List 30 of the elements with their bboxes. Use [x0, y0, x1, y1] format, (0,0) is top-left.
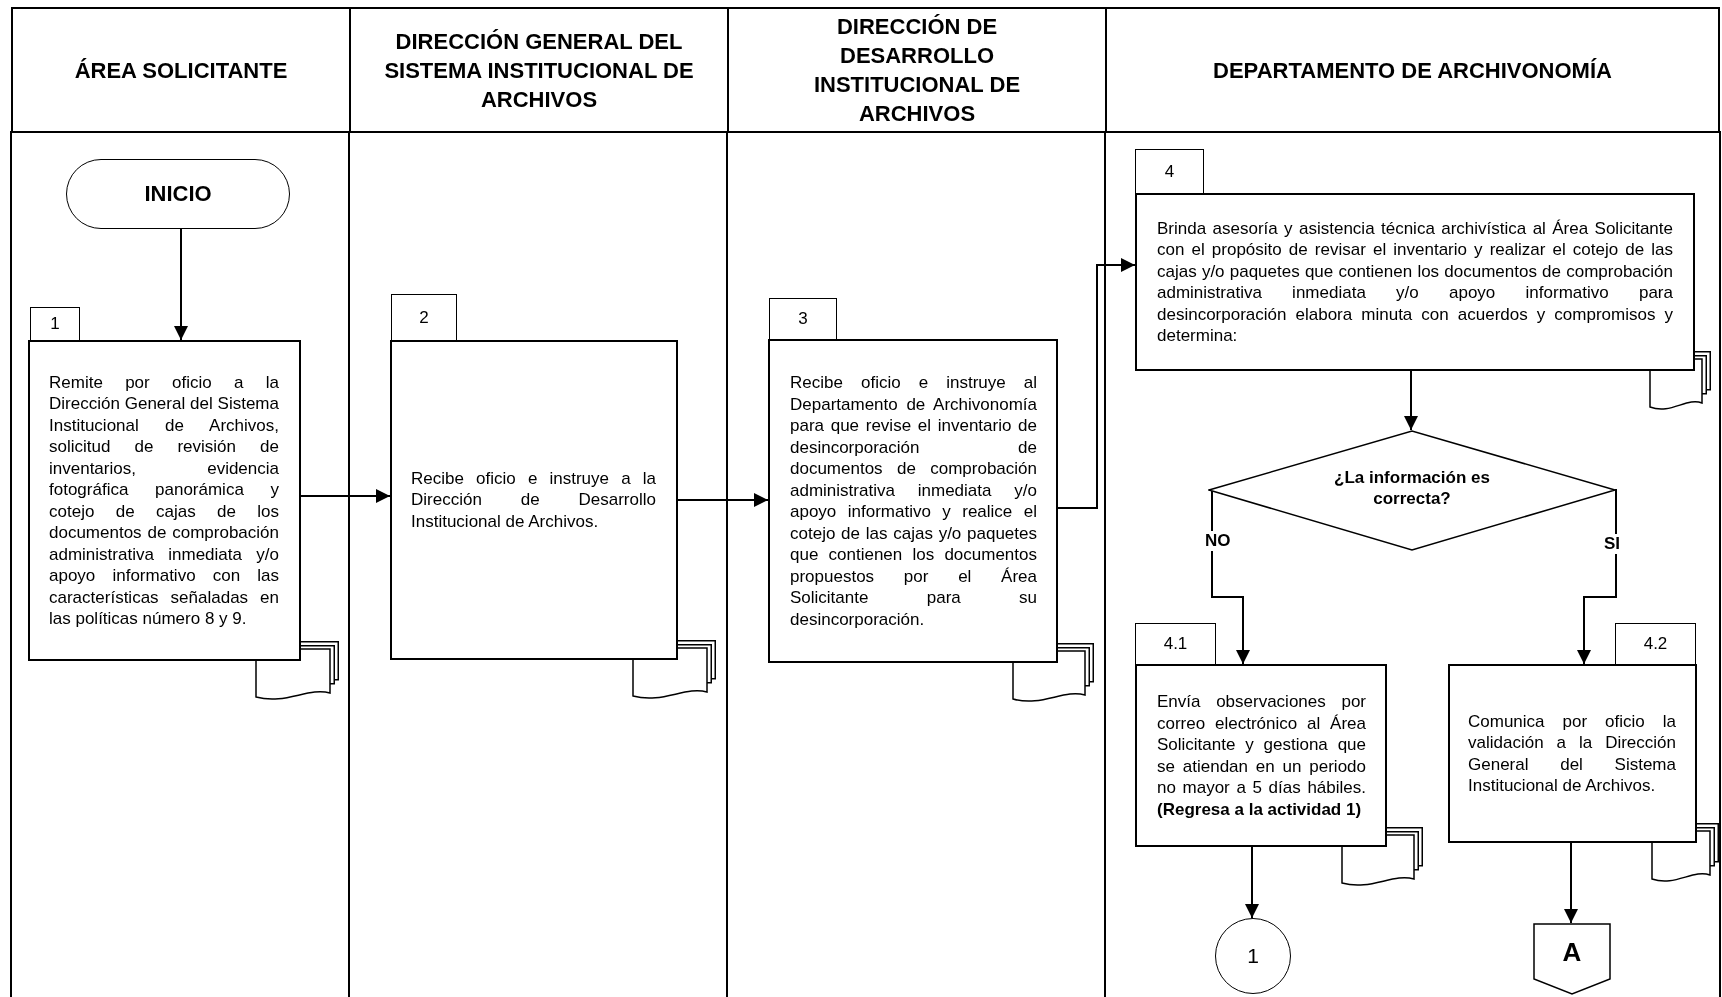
step-description: Envía observaciones por correo electrónico al Área Solicitante y gestiona que se atiendan en un periodo no mayor a 5 días hábiles. (Regresa a la actividad 1) — [1157, 691, 1366, 820]
arrow — [1245, 846, 1259, 919]
lane-header: DIRECCIÓN DE DESARROLLO INSTITUCIONAL DE ARCHIVOS — [727, 7, 1107, 133]
arrow — [1564, 842, 1578, 924]
arrow — [1208, 489, 1250, 665]
connector-circle: 1 — [1215, 918, 1291, 994]
arrow — [1057, 258, 1136, 509]
step-description: Brinda asesoría y asistencia técnica archivística al Área Solicitante con el propósito de revisar el inventario y realizar el cotejo de las cajas y/o paquetes que contienen los documentos de comprobación administrativa inmediata y/o apoyo informativo para desincorporación elabora minuta con acuerdos y compromisos y determina: — [1157, 217, 1673, 347]
step-description: Comunica por oficio la validación a la Dirección General del Sistema Institucional de Archivos. — [1468, 710, 1676, 797]
step-description: Remite por oficio a la Dirección General del Sistema Institucional de Archivos, solicitud de revisión de inventarios, evidencia fotográfica panorámica y cotejo de cajas de los documentos de comprobación administrativa inmediata y/o apoyo informativo con las características señaladas en las políticas número 8 y 9. — [49, 371, 279, 630]
start-terminal: INICIO — [66, 159, 290, 229]
step-number: 4 — [1135, 149, 1204, 194]
arrow — [1404, 370, 1418, 431]
lane-header: ÁREA SOLICITANTE — [11, 7, 351, 133]
step-number: 3 — [769, 298, 837, 340]
lane-header: DIRECCIÓN GENERAL DEL SISTEMA INSTITUCIONAL DE ARCHIVOS — [349, 7, 729, 133]
lane-header: DEPARTAMENTO DE ARCHIVONOMÍA — [1105, 7, 1720, 133]
step-number: 1 — [30, 307, 80, 341]
arrow — [174, 228, 188, 341]
arrow — [677, 493, 769, 507]
step-description: Recibe oficio e instruye a la Dirección de Desarrollo Institucional de Archivos. — [411, 467, 656, 533]
step-number: 4.1 — [1135, 623, 1216, 665]
step-number: 4.2 — [1615, 623, 1696, 665]
connector-label: A — [1561, 937, 1583, 968]
step-number: 2 — [391, 294, 457, 341]
decision-text: ¿La información es correcta? — [1333, 467, 1491, 509]
step-description: Recibe oficio e instruye al Departamento de Archivonomía para que revise el inventario de desincorporación de documentos de comprobación administrativa inmediata y/o apoyo informativo y realice el cotejo de las cajas y/o paquetes que contienen los documentos propuestos por el Área Solicitante para su desincorporación. — [790, 372, 1037, 630]
arrow — [300, 489, 391, 503]
arrow — [1577, 489, 1617, 665]
edge-label: NO — [1203, 531, 1233, 551]
